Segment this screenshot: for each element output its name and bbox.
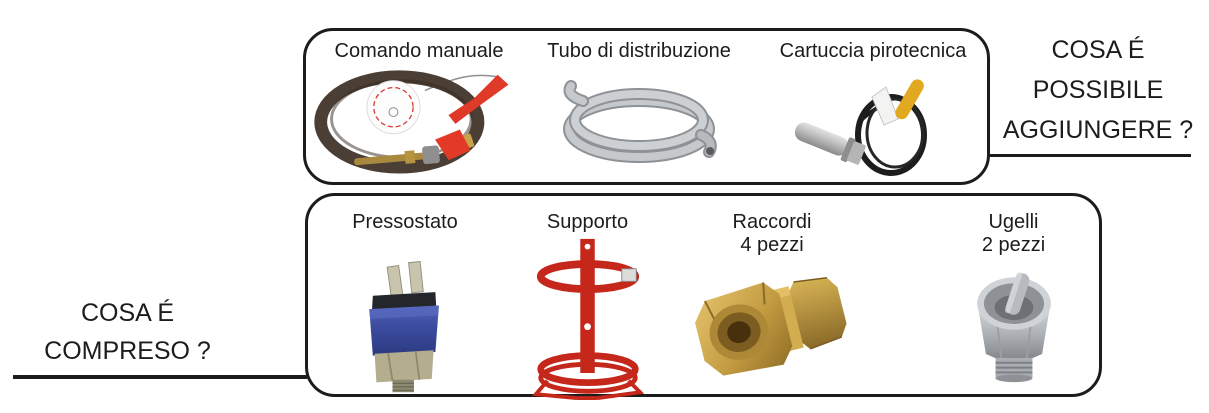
item-label: Comando manuale	[334, 40, 504, 62]
distribution-tube-image	[563, 80, 717, 163]
item-label: Tubo di distribuzione	[547, 40, 731, 62]
nozzles-image	[976, 272, 1051, 383]
item-label: Supporto	[546, 211, 629, 233]
pyrotechnic-cartridge-image	[794, 79, 927, 176]
pressure-switch-image	[369, 260, 439, 393]
question-included: COSA É COMPRESO ?	[10, 294, 245, 370]
question-included-line2: COMPRESO ?	[44, 337, 211, 365]
included-item-raccordi: Raccordi 4 pezzi	[684, 210, 860, 389]
item-label: Cartuccia pirotecnica	[779, 40, 967, 62]
addable-item-comando-manuale: Comando manuale	[308, 39, 530, 177]
question-addable: COSA É POSSIBILE AGGIUNGERE ?	[992, 30, 1204, 150]
included-item-ugelli: Ugelli 2 pezzi	[936, 210, 1091, 387]
addable-connector-line	[988, 154, 1191, 157]
addable-item-tubo: Tubo di distribuzione	[547, 39, 731, 173]
included-connector-line	[13, 375, 307, 379]
question-addable-line1: COSA É	[1051, 36, 1145, 64]
item-quantity: 4 pezzi	[740, 234, 804, 256]
item-quantity: 2 pezzi	[981, 234, 1046, 256]
question-included-line1: COSA É	[80, 299, 175, 327]
brass-fittings-image	[695, 276, 847, 376]
item-label: Pressostato	[352, 211, 458, 233]
addable-items-panel: Comando manuale	[303, 28, 990, 185]
question-addable-line3: AGGIUNGERE ?	[1002, 116, 1194, 144]
item-label: Raccordi	[732, 211, 812, 233]
manual-control-cable-image	[314, 70, 509, 174]
question-addable-line2: POSSIBILE	[1032, 76, 1164, 104]
included-item-pressostato: Pressostato	[330, 210, 480, 394]
item-label: Ugelli	[988, 211, 1039, 233]
addable-item-cartuccia: Cartuccia pirotecnica	[780, 39, 966, 179]
included-items-panel: Pressostato Supporto	[305, 193, 1102, 400]
mounting-bracket-image	[531, 238, 644, 400]
included-item-supporto: Supporto	[510, 210, 665, 400]
